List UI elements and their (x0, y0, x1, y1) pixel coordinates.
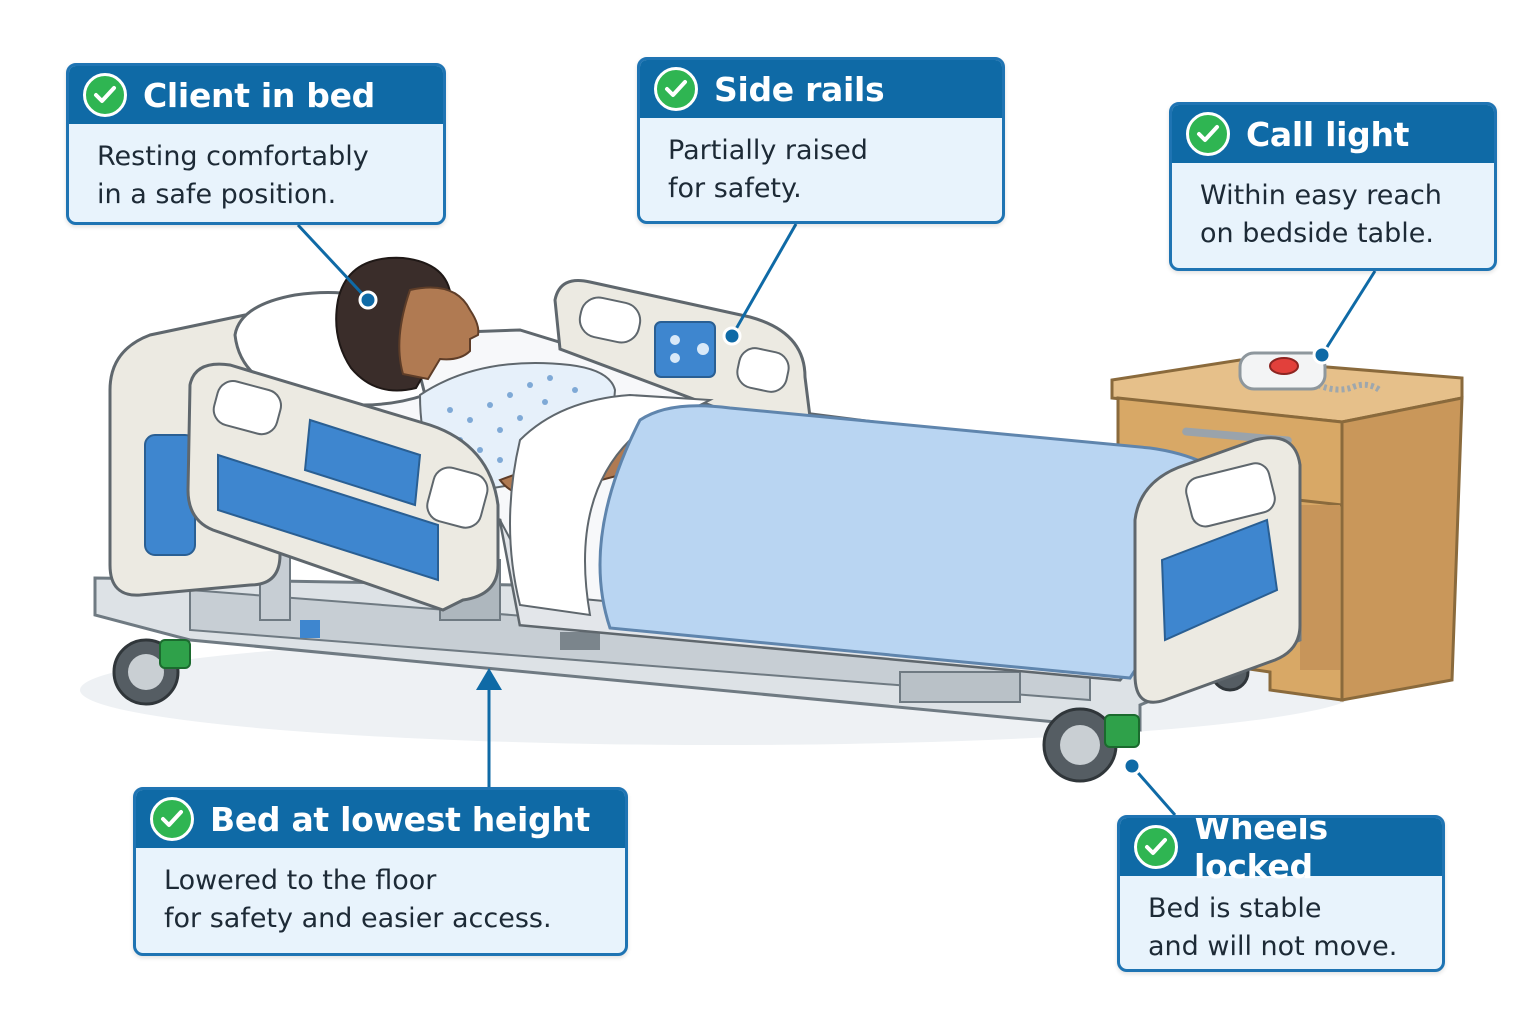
callout-call-light: Call light Within easy reach on bedside … (1169, 102, 1497, 271)
callout-line: Resting comfortably (97, 141, 369, 172)
callout-description: Lowered to the floor for safety and easi… (136, 848, 625, 938)
check-circle-icon (1134, 825, 1178, 869)
callout-title: Client in bed (143, 75, 375, 115)
callout-title: Side rails (714, 69, 885, 109)
callout-line: Lowered to the floor (164, 865, 437, 896)
check-circle-icon (150, 797, 194, 841)
callout-line: in a safe position. (97, 179, 337, 210)
check-circle-icon (654, 67, 698, 111)
top-sheet (509, 393, 714, 617)
side-rail-far (553, 279, 812, 419)
leader-lines (296, 223, 1377, 816)
callout-line: Within easy reach (1200, 180, 1442, 211)
callout-description: Resting comfortably in a safe position. (69, 124, 443, 214)
check-circle-icon (83, 73, 127, 117)
callout-side-rails: Side rails Partially raised for safety. (637, 57, 1005, 224)
callout-title: Wheels locked (1194, 815, 1328, 886)
callout-line: for safety and easier access. (164, 903, 552, 934)
callout-header: Call light (1172, 105, 1494, 163)
callout-line: Partially raised (668, 135, 868, 166)
callout-description: Partially raised for safety. (640, 118, 1002, 208)
callout-line: and will not move. (1148, 931, 1398, 962)
callout-header: Wheels locked (1120, 818, 1442, 886)
callout-client-in-bed: Client in bed Resting comfortably in a s… (66, 63, 446, 225)
callout-header: Bed at lowest height (136, 790, 625, 848)
callout-description: Bed is stable and will not move. (1120, 876, 1442, 966)
callout-line: on bedside table. (1200, 218, 1434, 249)
wheel-front-right (1042, 707, 1140, 783)
callout-title: Bed at lowest height (210, 799, 591, 839)
call-light-device (1238, 351, 1383, 394)
callout-bed-lowest-height: Bed at lowest height Lowered to the floo… (133, 787, 628, 956)
wheel-front-left (112, 638, 191, 706)
check-circle-icon (1186, 112, 1230, 156)
callout-description: Within easy reach on bedside table. (1172, 163, 1494, 253)
side-rail-near (186, 362, 500, 612)
callout-header: Side rails (640, 60, 1002, 118)
callout-title: Call light (1246, 114, 1410, 154)
footboard (1133, 436, 1302, 704)
callout-line: Bed is stable (1148, 893, 1322, 924)
callout-header: Client in bed (69, 66, 443, 124)
callout-wheels-locked: Wheels locked Bed is stable and will not… (1117, 815, 1445, 972)
callout-line: for safety. (668, 173, 802, 204)
